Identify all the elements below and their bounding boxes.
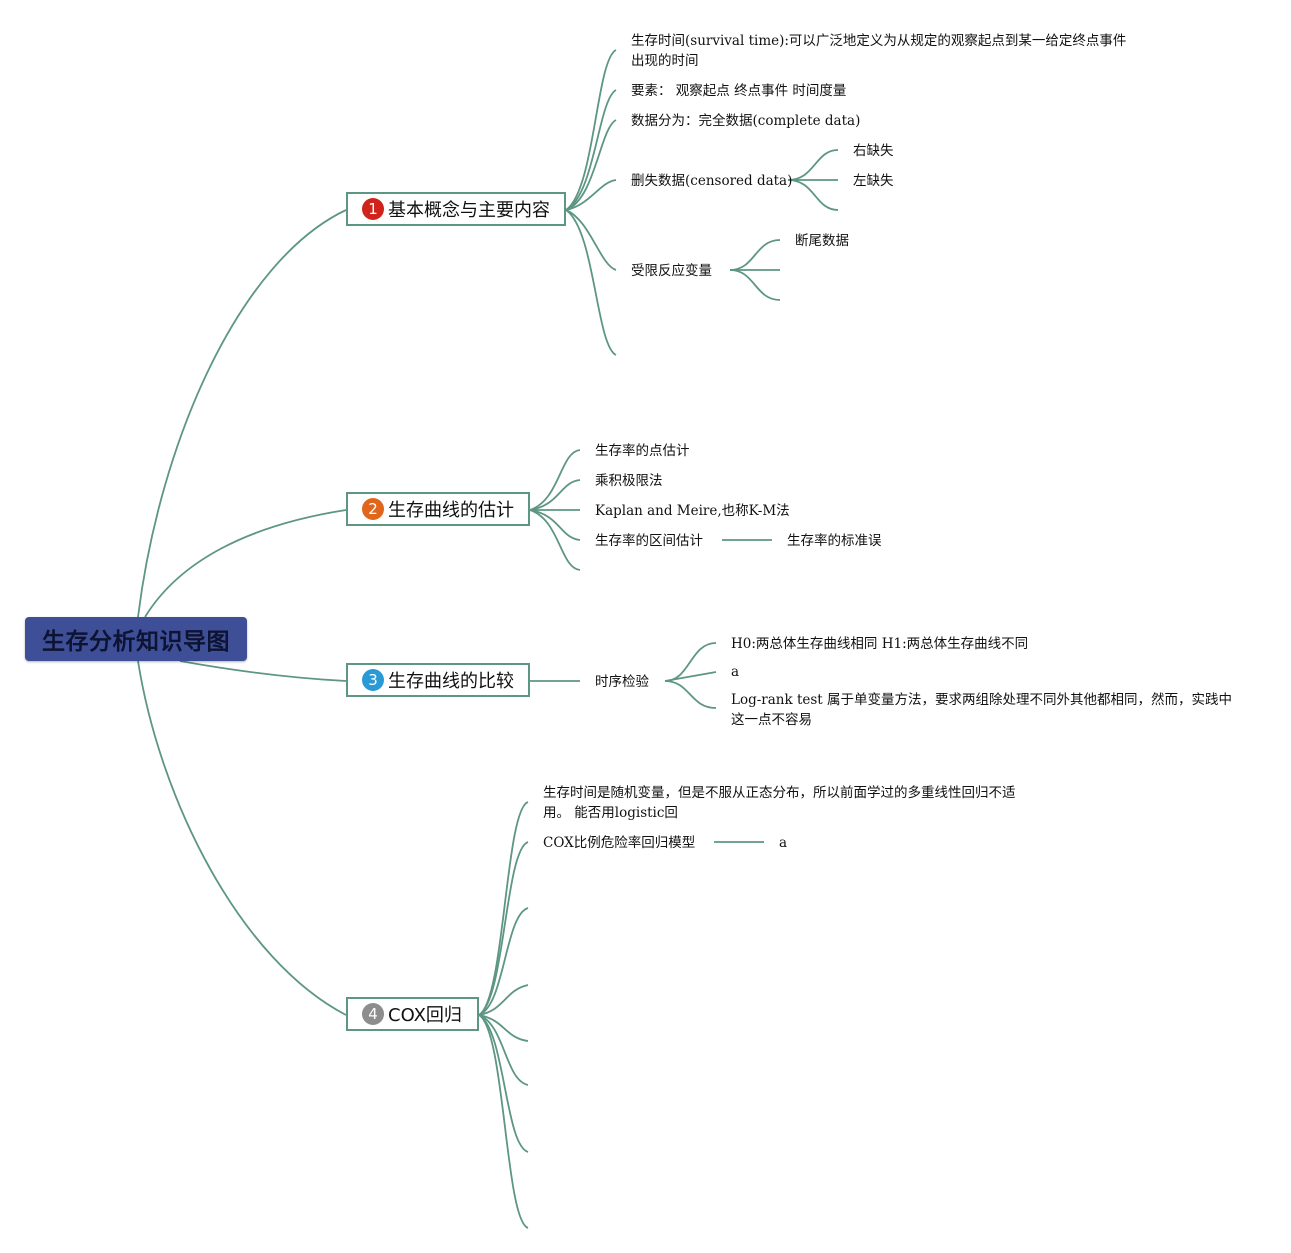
link-b4-e6 <box>478 1014 529 1229</box>
leaf-a[interactable]: a <box>731 664 740 680</box>
link-b4-e5 <box>478 1014 529 1153</box>
leaf-logrank-test[interactable]: 时序检验 <box>595 674 649 690</box>
link-b2-product <box>529 479 581 511</box>
number-1-icon: 1 <box>362 198 384 220</box>
branch-curve-comparison[interactable]: 3 生存曲线的比较 <box>346 663 530 697</box>
link-censored-empty <box>787 179 839 211</box>
leaf-point-estimate[interactable]: 生存率的点估计 <box>595 443 690 459</box>
link-b1-data <box>565 119 617 211</box>
number-4-icon: 4 <box>362 1003 384 1025</box>
leaf-cox-intro[interactable]: 生存时间是随机变量，但是不服从正态分布，所以前面学过的多重线性回归不适用。 能否… <box>543 785 1016 821</box>
branch-label: COX回归 <box>388 1005 462 1026</box>
link-b4-cox <box>478 841 529 1016</box>
leaf-cox-a[interactable]: a <box>779 835 788 851</box>
branch-curve-estimation[interactable]: 2 生存曲线的估计 <box>346 492 530 526</box>
link-limited-truncated <box>729 239 781 271</box>
leaf-limited-response[interactable]: 受限反应变量 <box>631 263 712 279</box>
root-topic[interactable]: 生存分析知识导图 <box>25 617 247 661</box>
link-root-b1 <box>137 209 347 618</box>
link-b2-point <box>529 449 581 511</box>
leaf-cox-model[interactable]: COX比例危险率回归模型 <box>543 835 696 851</box>
link-logrank-a <box>664 671 717 682</box>
link-b2-interval <box>529 509 581 541</box>
branch-cox-regression[interactable]: 4 COX回归 <box>346 997 479 1031</box>
branch-label: 生存曲线的估计 <box>388 500 514 521</box>
link-b4-e1 <box>478 907 529 1016</box>
leaf-left-missing[interactable]: 左缺失 <box>853 173 894 189</box>
link-limited-bottom <box>729 269 781 301</box>
branch-basic-concepts[interactable]: 1 基本概念与主要内容 <box>346 192 566 226</box>
leaf-product-limit[interactable]: 乘积极限法 <box>595 473 663 489</box>
leaf-hypothesis[interactable]: H0:两总体生存曲线相同 H1:两总体生存曲线不同 <box>731 636 1029 652</box>
leaf-kaplan-meier[interactable]: Kaplan and Meire,也称K-M法 <box>595 503 790 519</box>
link-censored-right <box>787 149 839 181</box>
leaf-standard-error[interactable]: 生存率的标准误 <box>787 533 882 549</box>
leaf-censored-data[interactable]: 删失数据(censored data) <box>631 173 793 189</box>
link-logrank-note <box>664 680 717 709</box>
link-b1-elements <box>565 89 617 211</box>
number-3-icon: 3 <box>362 669 384 691</box>
link-logrank-h <box>664 642 717 682</box>
link-b1-censored <box>565 179 617 211</box>
link-b4-e2 <box>478 984 529 1016</box>
leaf-right-missing[interactable]: 右缺失 <box>853 143 894 159</box>
link-root-b2 <box>144 509 347 618</box>
leaf-data-types[interactable]: 数据分为：完全数据(complete data) <box>631 113 861 129</box>
branch-label: 基本概念与主要内容 <box>388 200 550 221</box>
link-b4-e4 <box>478 1014 529 1086</box>
link-b2-empty <box>529 509 581 571</box>
link-b1-limited <box>565 209 617 271</box>
number-2-icon: 2 <box>362 498 384 520</box>
link-b1-empty <box>565 209 617 356</box>
leaf-survival-time[interactable]: 生存时间(survival time):可以广泛地定义为从规定的观察起点到某一给… <box>631 33 1127 69</box>
link-root-b3 <box>179 660 347 682</box>
link-root-b4 <box>137 660 347 1016</box>
leaf-logrank-note[interactable]: Log-rank test 属于单变量方法，要求两组除处理不同外其他都相同，然而… <box>731 692 1233 728</box>
link-b4-e3 <box>478 1014 529 1042</box>
leaf-elements[interactable]: 要素： 观察起点 终点事件 时间度量 <box>631 83 847 99</box>
leaf-interval-estimate[interactable]: 生存率的区间估计 <box>595 533 703 549</box>
link-b1-survival <box>565 49 617 211</box>
leaf-truncated-data[interactable]: 断尾数据 <box>795 233 849 249</box>
branch-label: 生存曲线的比较 <box>388 671 514 692</box>
link-b4-intro <box>478 801 529 1016</box>
